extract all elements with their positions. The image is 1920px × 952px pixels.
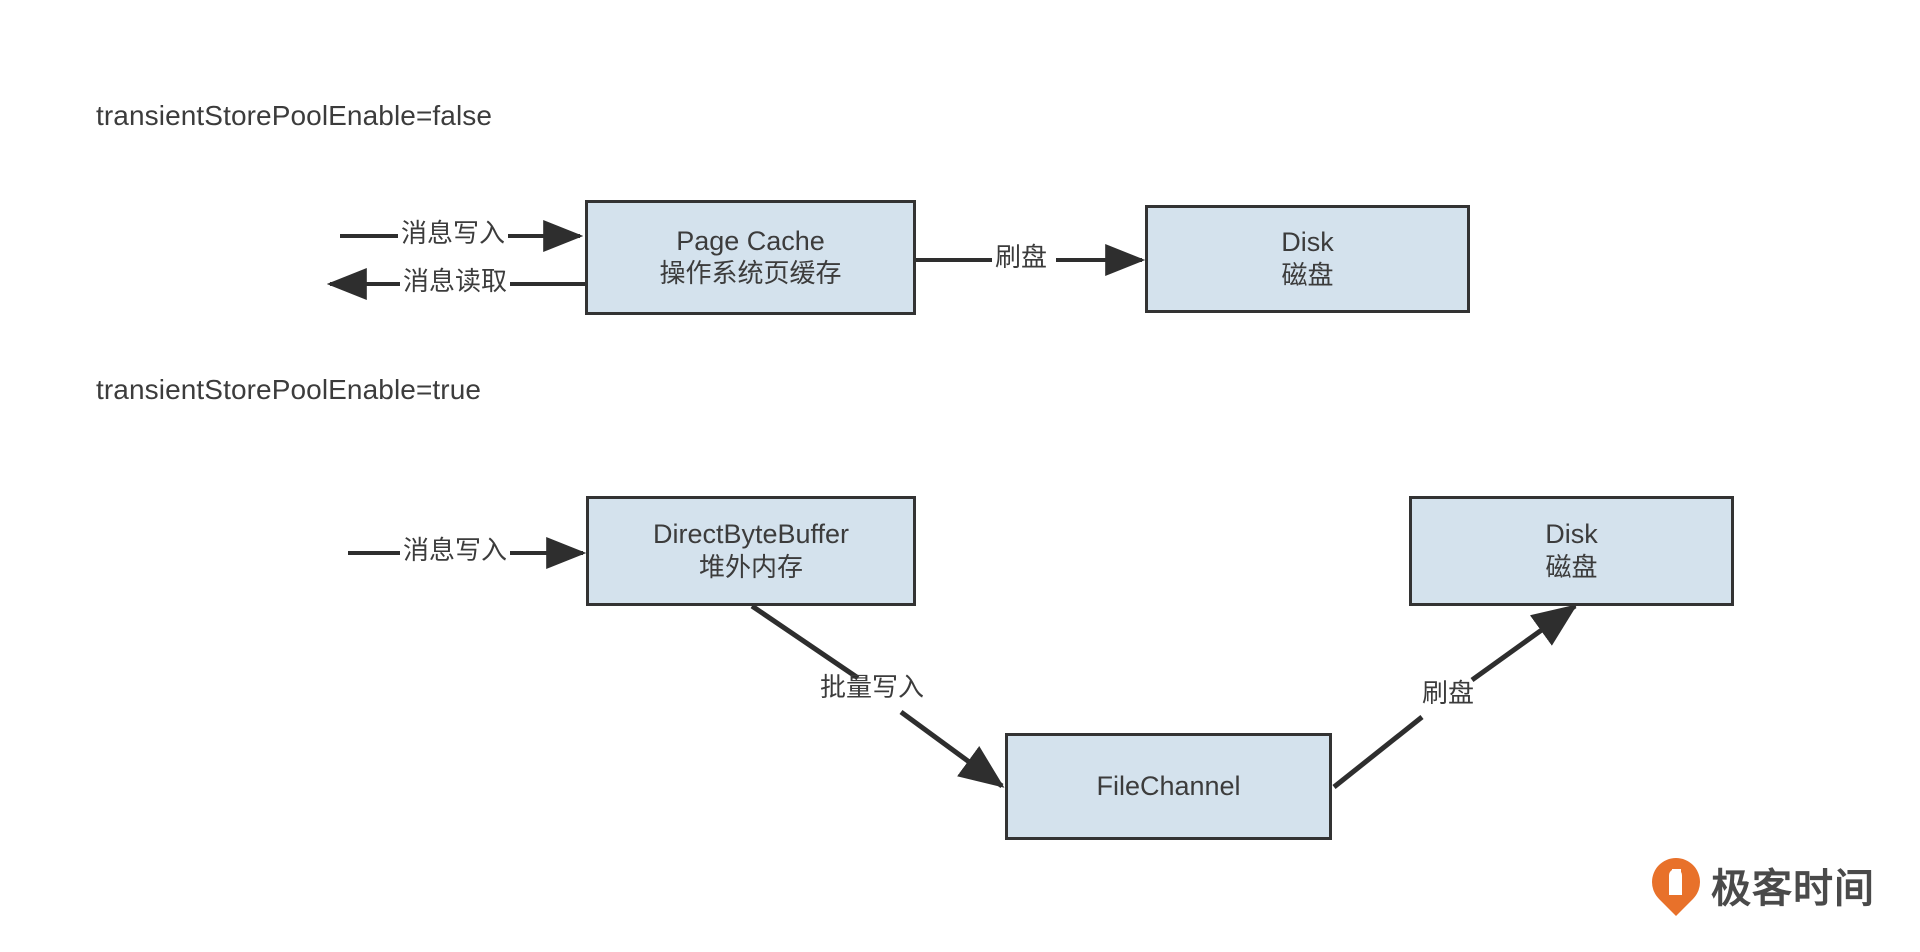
edge-label-msg-write-1: 消息写入 [398,220,509,249]
edge-label-flush-2: 刷盘 [1422,679,1475,709]
node-disk-1-title: Disk [1281,227,1334,258]
node-disk-2-subtitle: 磁盘 [1545,552,1598,583]
node-direct-byte-buffer-title: DirectByteBuffer [652,519,850,550]
edge-label-msg-read-1: 消息读取 [400,268,511,297]
edge-flush-2 [1332,603,1578,789]
node-file-channel-title: FileChannel [1096,771,1241,802]
node-page-cache-title: Page Cache [676,225,825,256]
node-direct-byte-buffer-subtitle: 堆外内存 [698,552,803,583]
node-page-cache[interactable]: Page Cache 操作系统页缓存 [585,200,916,315]
location-pin-icon [1642,848,1710,916]
edge-label-batch-write: 批量写入 [820,673,925,703]
edge-label-msg-write-2: 消息写入 [400,537,511,566]
brand-name: 极客时间 [1711,866,1875,912]
node-disk-1[interactable]: Disk 磁盘 [1145,205,1470,313]
node-direct-byte-buffer[interactable]: DirectByteBuffer 堆外内存 [586,496,916,606]
node-page-cache-subtitle: 操作系统页缓存 [659,259,842,290]
edge-label-flush-1: 刷盘 [992,244,1051,273]
geektime-logo: 极客时间 [1642,848,1875,916]
edge-batch-write [750,603,1005,789]
node-file-channel[interactable]: FileChannel [1005,733,1332,840]
node-disk-1-subtitle: 磁盘 [1281,260,1334,291]
node-disk-2-title: Disk [1545,519,1598,550]
node-disk-2[interactable]: Disk 磁盘 [1409,496,1734,606]
section-title-transient-disabled: transientStorePoolEnable=false [96,100,493,131]
section-title-transient-enabled: transientStorePoolEnable=true [96,374,482,405]
